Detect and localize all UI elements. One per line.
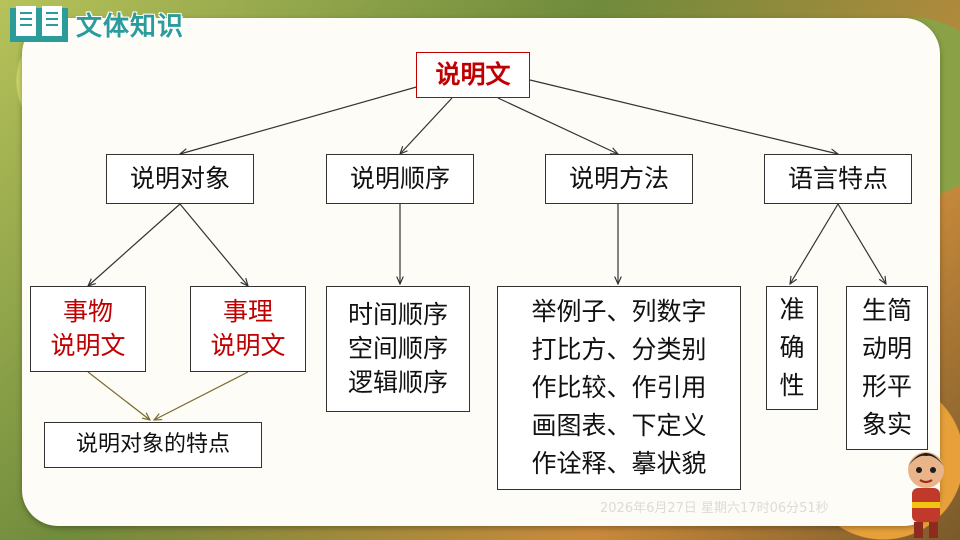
- category-language: 语言特点: [764, 154, 912, 204]
- category-method: 说明方法: [545, 154, 693, 204]
- method-item: 举例子、列数字: [531, 297, 707, 326]
- book-icon: [10, 6, 68, 42]
- mascot-character-icon: [908, 452, 944, 538]
- object-type-thing-line-2: 说明文: [50, 331, 126, 360]
- object-type-thing: 事物 说明文: [30, 286, 146, 372]
- method-item: 作比较、作引用: [531, 373, 707, 402]
- method-item: 作诠释、摹状貌: [531, 449, 707, 478]
- order-item: 时间顺序: [347, 300, 448, 329]
- vivid-row: 形平: [861, 372, 912, 401]
- category-object: 说明对象: [106, 154, 254, 204]
- root-node: 说明文: [416, 52, 530, 98]
- language-accuracy: 准 确 性: [766, 286, 818, 410]
- order-list: 时间顺序 空间顺序 逻辑顺序: [326, 286, 470, 412]
- vivid-row: 象实: [861, 410, 912, 439]
- category-order: 说明顺序: [326, 154, 474, 204]
- timestamp-watermark: 2026年6月27日 星期六17时06分51秒: [600, 501, 829, 516]
- object-feature-node: 说明对象的特点: [44, 422, 262, 468]
- order-item: 空间顺序: [347, 334, 448, 363]
- header: 文体知识: [8, 2, 184, 46]
- header-title: 文体知识: [76, 11, 185, 42]
- accuracy-char: 准: [779, 295, 805, 324]
- accuracy-char: 确: [779, 333, 805, 362]
- vivid-row: 动明: [861, 334, 912, 363]
- method-list: 举例子、列数字 打比方、分类别 作比较、作引用 画图表、下定义 作诠释、摹状貌: [497, 286, 741, 490]
- object-type-reason-line-2: 说明文: [210, 331, 286, 360]
- method-item: 画图表、下定义: [531, 411, 707, 440]
- object-type-reason: 事理 说明文: [190, 286, 306, 372]
- method-item: 打比方、分类别: [531, 335, 707, 364]
- object-type-reason-line-1: 事理: [222, 297, 273, 326]
- object-type-thing-line-1: 事物: [62, 297, 113, 326]
- language-vivid: 生简 动明 形平 象实: [846, 286, 928, 450]
- accuracy-char: 性: [779, 371, 805, 400]
- vivid-row: 生简: [861, 296, 912, 325]
- order-item: 逻辑顺序: [347, 368, 448, 397]
